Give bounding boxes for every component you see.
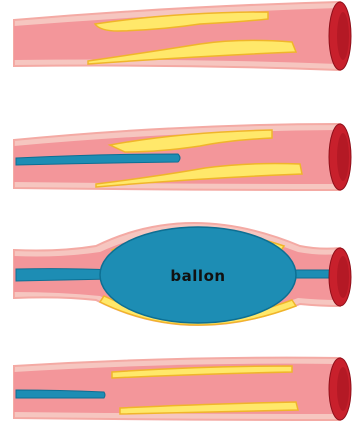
vessel-cut-end <box>329 358 351 420</box>
vessel-cut-end <box>329 248 351 306</box>
panel-2-catheter-inserted <box>14 124 351 190</box>
panel-4-catheter-withdrawn <box>14 358 351 420</box>
balloon-label: ballon <box>170 267 225 285</box>
panel-1-plaque <box>14 2 351 70</box>
vessel-cut-end <box>329 2 351 70</box>
catheter <box>16 269 112 281</box>
vessel-cut-end <box>329 124 351 190</box>
panel-3-balloon-inflated: ballon <box>14 223 351 325</box>
catheter <box>16 390 105 398</box>
